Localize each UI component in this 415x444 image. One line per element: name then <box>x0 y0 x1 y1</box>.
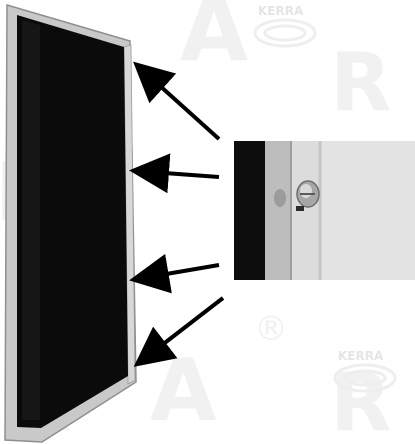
inset-panel-edge <box>234 141 265 280</box>
watermark-brand: KERRA <box>258 4 304 18</box>
watermark-letter: R <box>330 356 392 444</box>
watermark-brand: KERRA <box>338 349 384 363</box>
watermark-logo <box>255 20 315 46</box>
detail-inset <box>234 141 415 280</box>
arrow-icon <box>137 171 219 177</box>
inset-wall <box>322 141 415 280</box>
watermark-letter: A <box>180 0 248 81</box>
watermark-letter: R <box>330 36 392 129</box>
arrow-icon <box>137 265 219 279</box>
screw-icon <box>297 181 319 207</box>
inset-knob-shadow <box>274 189 286 207</box>
inset-frame-profile <box>265 141 291 280</box>
panel-with-frame <box>5 5 136 442</box>
watermark-registered: ® <box>254 309 288 349</box>
pointer-arrows <box>137 67 223 362</box>
watermark-letter: A <box>150 341 217 441</box>
panel-sheen <box>22 20 40 420</box>
inset-screw-tip <box>296 206 304 211</box>
